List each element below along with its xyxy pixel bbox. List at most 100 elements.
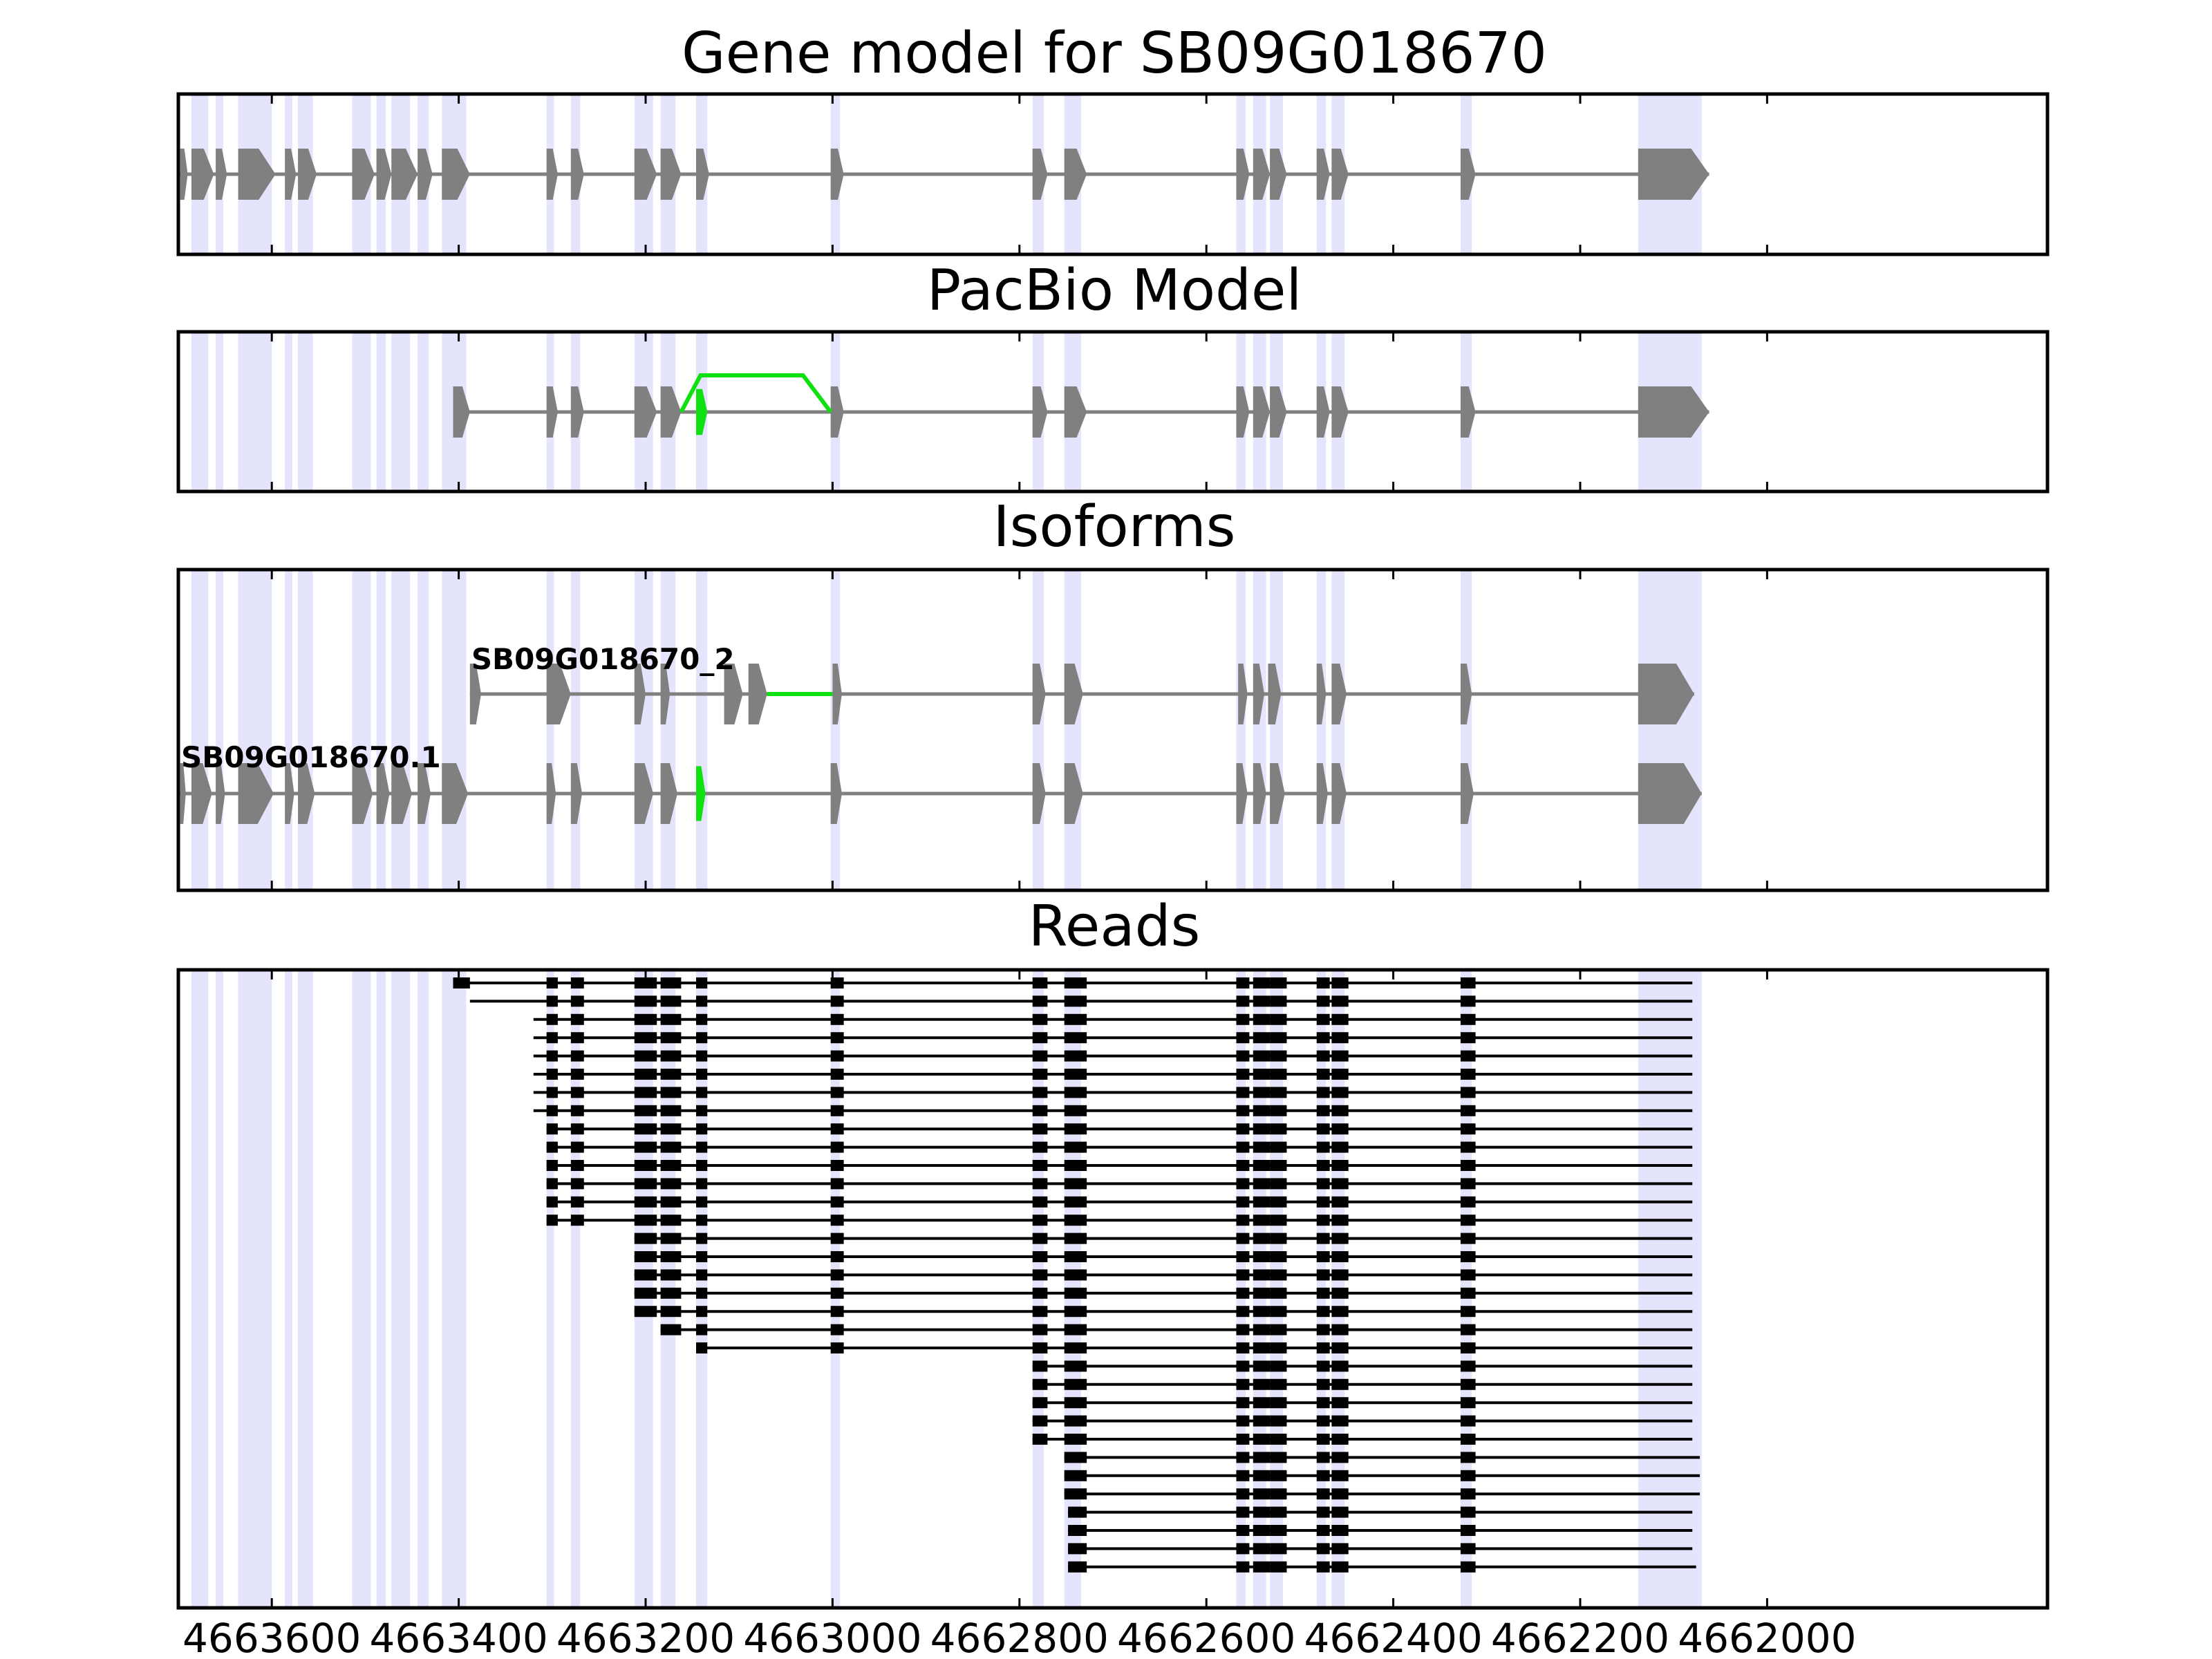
read-exon (1316, 1141, 1330, 1153)
read-exon (1064, 1470, 1087, 1481)
read-exon (1064, 1178, 1087, 1190)
read-exon (634, 1287, 657, 1299)
read-exon (1253, 1251, 1271, 1262)
read-exon (1460, 1069, 1476, 1080)
read-exon (1331, 1141, 1349, 1153)
isoform-1-exon (570, 763, 583, 824)
read-exon (1064, 1287, 1087, 1299)
read-exon (570, 1196, 584, 1208)
read-exon (1316, 1196, 1330, 1208)
read-exon (1270, 1306, 1287, 1318)
pacbio-model-exon (1460, 386, 1476, 438)
read-exon (634, 1050, 657, 1062)
pacbio-model-exon (1270, 386, 1287, 438)
read-exon (1270, 1397, 1287, 1409)
read-exon (1331, 1561, 1349, 1573)
read-exon (1316, 1360, 1330, 1372)
read-exon (570, 1013, 584, 1025)
pacbio-model-exon (1253, 386, 1271, 438)
read-exon (570, 1087, 584, 1098)
pacbio-skip-arc (679, 373, 833, 413)
read-exon (1253, 1032, 1271, 1044)
read-exon (830, 1160, 844, 1171)
pacbio-model-exon (546, 386, 558, 438)
exon-band (285, 970, 292, 1608)
read-exon (830, 1087, 844, 1098)
x-tick-label: 4662800 (930, 1615, 1109, 1659)
gene-model-exon (830, 149, 844, 200)
isoform-1-exon (191, 763, 212, 824)
read-exon (1253, 1178, 1271, 1190)
gene-model-exon (1236, 149, 1250, 200)
read-exon (1331, 1397, 1349, 1409)
exon-band (546, 970, 554, 1608)
read-exon (660, 1232, 682, 1244)
gene-model-exon (238, 149, 276, 200)
exon-band (238, 332, 272, 491)
read-exon (1253, 1196, 1271, 1208)
read-exon (634, 1178, 657, 1190)
read-exon (1331, 1032, 1349, 1044)
read-exon (1460, 1378, 1476, 1390)
read-exon (1460, 1032, 1476, 1044)
read-exon (1068, 1525, 1087, 1536)
read-exon (830, 1105, 844, 1116)
read-exon (660, 1013, 682, 1025)
read-exon (546, 1160, 558, 1171)
read-exon (830, 1178, 844, 1190)
read-exon (1270, 1452, 1287, 1463)
gene-model-exon (570, 149, 584, 200)
read-exon (660, 1069, 682, 1080)
read-exon (1253, 1525, 1271, 1536)
read-exon (1460, 1324, 1476, 1335)
read-exon (1270, 1269, 1287, 1281)
exon-band (1032, 570, 1044, 890)
read-exon (1064, 1050, 1087, 1062)
read-exon (634, 977, 657, 988)
read-exon (1253, 977, 1271, 988)
read-exon (1270, 1287, 1287, 1299)
exon-band (376, 332, 386, 491)
read-exon (1270, 1434, 1287, 1445)
read-exon (1064, 1123, 1087, 1135)
read-exon (1316, 1342, 1330, 1353)
read-exon (696, 1251, 708, 1262)
read-exon (1460, 1434, 1476, 1445)
read-exon (1316, 1087, 1330, 1098)
exon-band (191, 970, 209, 1608)
read-exon (570, 995, 584, 1007)
read-exon (696, 1050, 708, 1062)
panel-frame (176, 92, 2050, 256)
read-exon (546, 1105, 558, 1116)
read-exon (1270, 1232, 1287, 1244)
read-exon (1032, 1415, 1048, 1427)
read-exon (1331, 1215, 1349, 1226)
read-exon (1270, 1251, 1287, 1262)
read-exon (1253, 1069, 1271, 1080)
read-exon (1253, 1452, 1271, 1463)
read-exon (1331, 1525, 1349, 1536)
read-exon (696, 1324, 708, 1335)
pacbio-model-exon (1316, 386, 1330, 438)
gene-model-exon (1064, 149, 1087, 200)
reads-group (453, 977, 1700, 1573)
read-exon (1253, 1123, 1271, 1135)
read-exon (1068, 1561, 1087, 1573)
read-exon (1331, 1360, 1349, 1372)
pacbio-model-novel-exon (696, 388, 708, 435)
read-exon (1253, 1215, 1271, 1226)
read-exon (1316, 1452, 1330, 1463)
read-exon (1032, 1269, 1048, 1281)
read-exon (1331, 1069, 1349, 1080)
read-exon (1253, 1087, 1271, 1098)
isoform-1-exon (1270, 763, 1285, 824)
read-exon (1460, 1087, 1476, 1098)
read-exon (1253, 1232, 1271, 1244)
exon-band (546, 570, 554, 890)
read-exon (1331, 1378, 1349, 1390)
read-exon (1270, 1360, 1287, 1372)
isoform-1-novel-exon (696, 766, 706, 821)
read-exon (1460, 1269, 1476, 1281)
read-exon (570, 1123, 584, 1135)
read-exon (1064, 1013, 1087, 1025)
